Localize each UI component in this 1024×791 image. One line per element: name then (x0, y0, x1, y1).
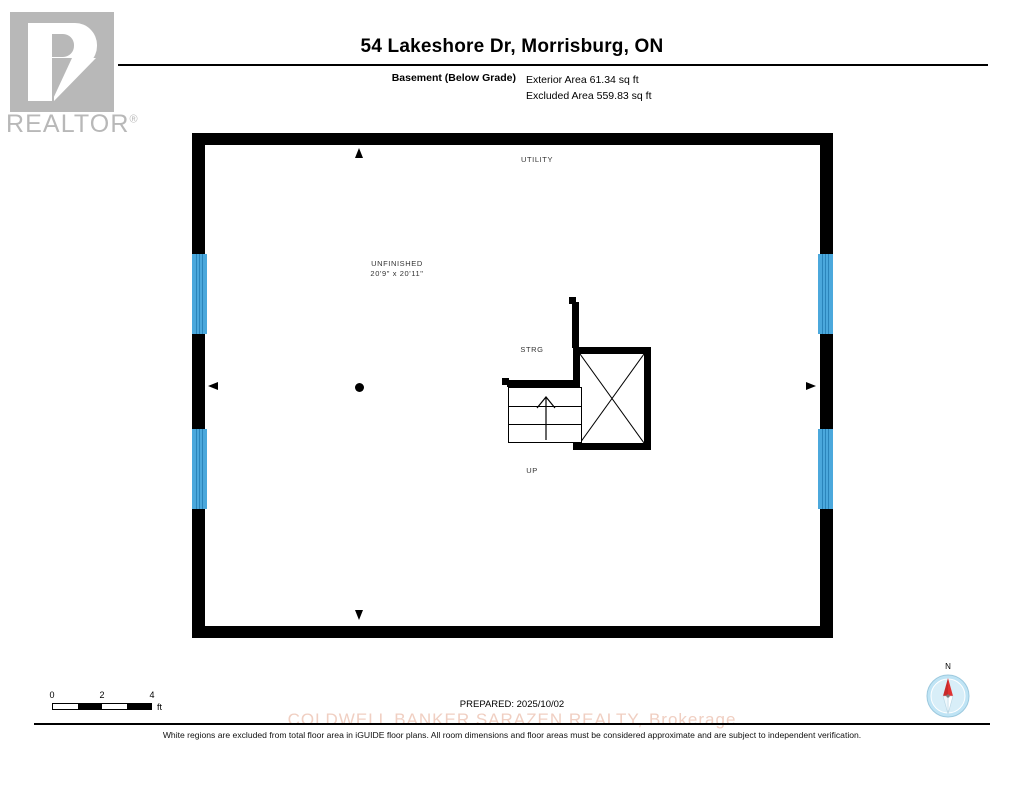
window-pane (822, 429, 823, 509)
window-left-upper (192, 254, 207, 334)
excluded-area-text: Excluded Area 559.83 sq ft (526, 90, 652, 102)
room-label-unfinished: UNFINISHED 20'9" x 20'11" (332, 259, 462, 279)
room-label-utility: UTILITY (520, 155, 554, 164)
scale-bar: 0 2 4 ft (49, 690, 172, 718)
title-divider (118, 64, 988, 66)
scale-unit-label: ft (157, 702, 163, 712)
window-pane (196, 429, 197, 509)
scale-tick-2: 2 (99, 690, 105, 700)
window-pane (196, 254, 197, 334)
stair-tread (509, 406, 581, 407)
scale-tick-4: 4 (149, 690, 155, 700)
footer-divider (34, 723, 990, 725)
panorama-camera-point-icon[interactable] (355, 383, 364, 392)
window-right-upper (818, 254, 833, 334)
realtor-wordmark: REALTOR® (6, 110, 139, 139)
realtor-r-leg-gap (52, 58, 72, 101)
scale-segment (102, 704, 127, 709)
floor-level-label: Basement (Below Grade) (391, 72, 516, 84)
window-pane (202, 429, 203, 509)
storage-cross-hatch-icon (580, 354, 644, 443)
realtor-r-stem (28, 23, 52, 101)
partition-wall-vertical (572, 302, 579, 348)
room-label-unfinished-name: UNFINISHED (371, 259, 423, 268)
window-pane (828, 429, 829, 509)
realtor-logo: REALTOR® (6, 12, 138, 138)
area-summary: Exterior Area 61.34 sq ft Excluded Area … (526, 72, 652, 104)
window-pane (822, 254, 823, 334)
compass-north-label: N (945, 662, 951, 671)
registered-trademark-icon: ® (129, 113, 139, 126)
scale-segment (77, 704, 102, 709)
realtor-wordmark-text: REALTOR (6, 110, 130, 138)
exterior-area-text: Exterior Area 61.34 sq ft (526, 74, 639, 86)
page-title: 54 Lakeshore Dr, Morrisburg, ON (360, 36, 664, 57)
window-pane (828, 254, 829, 334)
disclaimer-text: White regions are excluded from total fl… (162, 730, 862, 740)
wall-post-top (569, 297, 576, 304)
staircase (508, 387, 582, 443)
scale-tick-labels: 0 2 4 (49, 690, 172, 702)
scale-segment (53, 704, 78, 709)
scale-tick-0: 0 (49, 690, 55, 700)
scale-bar-track (52, 703, 152, 710)
stairs-direction-label: UP (526, 466, 538, 475)
window-pane (202, 254, 203, 334)
window-pane (825, 429, 826, 509)
view-arrow-west-icon (208, 382, 218, 390)
partition-wall-horizontal (507, 380, 579, 387)
prepared-date: PREPARED: 2025/10/02 (459, 699, 565, 710)
window-pane (825, 254, 826, 334)
storage-closet (573, 347, 651, 450)
wall-post-left (502, 378, 509, 385)
view-arrow-east-icon (806, 382, 816, 390)
compass-rose: N (922, 662, 974, 722)
floor-summary: Basement (Below Grade) Exterior Area 61.… (300, 72, 820, 104)
window-right-lower (818, 429, 833, 509)
compass-icon (926, 674, 970, 718)
realtor-r-mark (10, 12, 114, 112)
window-pane (199, 429, 200, 509)
realtor-r-bowl-counter (52, 34, 74, 57)
window-left-lower (192, 429, 207, 509)
room-label-unfinished-dimensions: 20'9" x 20'11" (370, 269, 424, 278)
floor-plan-drawing[interactable]: UTILITY UNFINISHED 20'9" x 20'11" STRG U… (192, 133, 833, 638)
window-pane (199, 254, 200, 334)
stairs-up-arrow-icon (536, 396, 556, 440)
stair-tread (509, 424, 581, 425)
view-arrow-north-icon (355, 148, 363, 158)
room-label-storage: STRG (520, 345, 544, 354)
view-arrow-south-icon (355, 610, 363, 620)
scale-segment (126, 704, 151, 709)
